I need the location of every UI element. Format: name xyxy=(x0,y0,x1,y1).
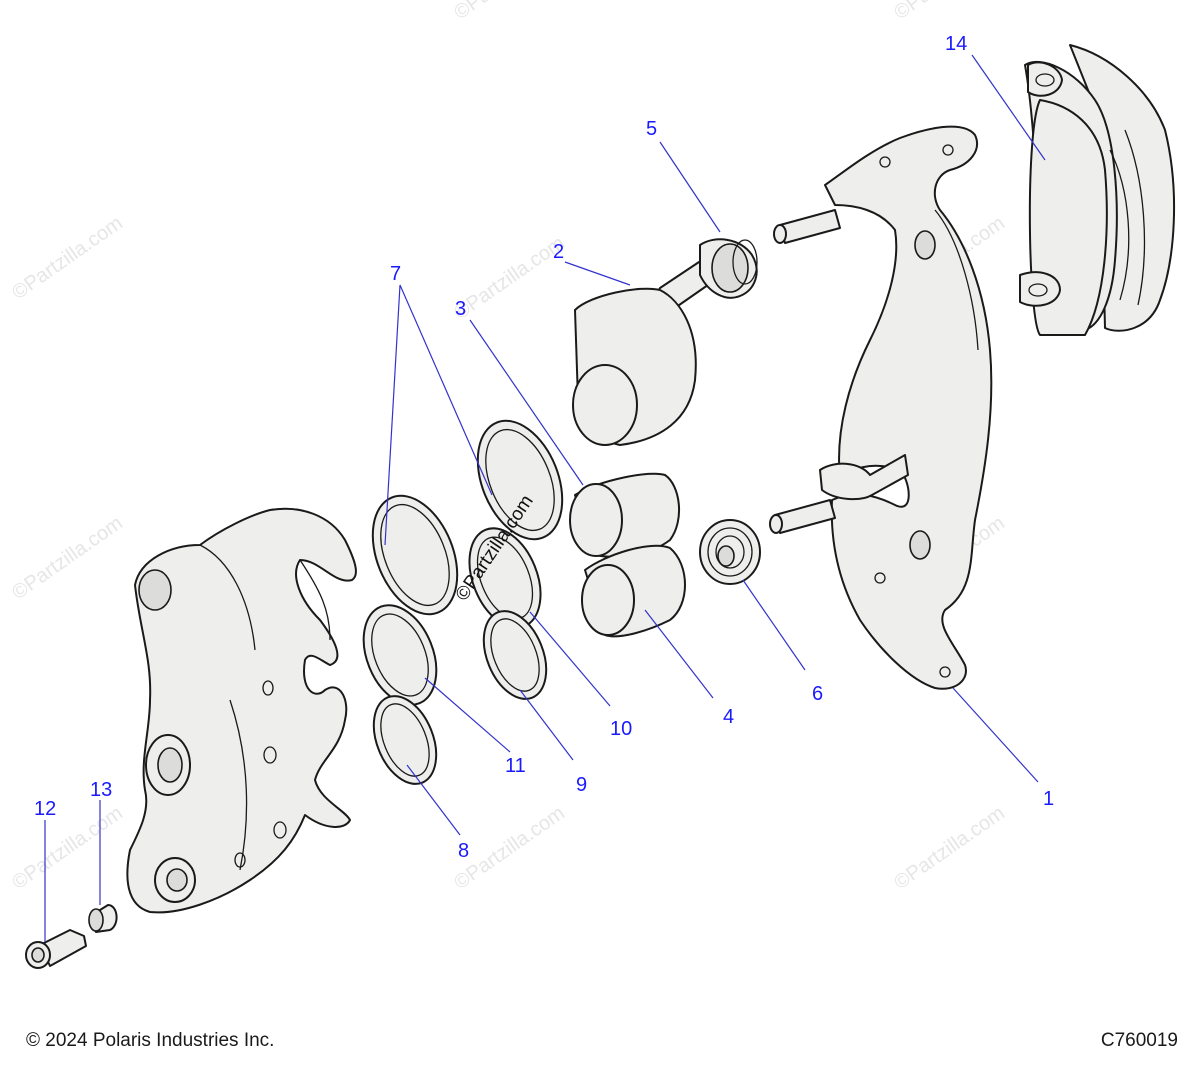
part-seal-ring xyxy=(372,695,438,785)
part-seal-ring xyxy=(362,604,438,706)
part-bushing xyxy=(88,904,118,933)
part-seal-ring xyxy=(371,494,459,616)
watermark: ©Partzilla.com xyxy=(450,232,568,324)
callout-11: 11 xyxy=(505,755,526,777)
part-boot xyxy=(699,519,761,585)
part-seal-ring xyxy=(482,610,548,700)
callout-3: 3 xyxy=(455,298,466,320)
part-seal-ring xyxy=(476,419,564,541)
watermark: ©Partzilla.com xyxy=(8,512,126,604)
part-bleeder-screw xyxy=(25,929,87,969)
drawing-id: C760019 xyxy=(1100,1030,1178,1051)
callout-12: 12 xyxy=(34,798,56,820)
callout-4: 4 xyxy=(723,706,734,728)
callout-6: 6 xyxy=(812,683,823,705)
watermark: ©Partzilla.com xyxy=(8,802,126,894)
part-piston-large xyxy=(572,287,697,446)
part-piston-small xyxy=(581,544,686,638)
watermark: ©Partzilla.com xyxy=(8,212,126,304)
callout-1: 1 xyxy=(1043,788,1054,810)
part-caliper-housing xyxy=(126,507,357,914)
callouts: 1 2 3 4 5 6 7 8 9 10 11 12 13 14 xyxy=(34,33,1054,862)
watermark: ©Partzilla.com xyxy=(890,802,1008,894)
callout-14: 14 xyxy=(945,33,967,55)
leader-lines xyxy=(44,54,1046,942)
callout-8: 8 xyxy=(458,840,469,862)
part-brake-pads xyxy=(1019,44,1176,336)
callout-9: 9 xyxy=(576,774,587,796)
callout-13: 13 xyxy=(90,779,112,801)
watermark: ©Partzilla.com xyxy=(450,0,568,24)
part-piston-medium xyxy=(569,472,681,558)
callout-10: 10 xyxy=(610,718,632,740)
copyright-notice: © 2024 Polaris Industries Inc. xyxy=(26,1030,275,1051)
callout-5: 5 xyxy=(646,118,657,140)
callout-7: 7 xyxy=(390,263,401,285)
watermark: ©Partzilla.com xyxy=(890,0,1008,24)
part-caliper-bracket xyxy=(769,125,993,690)
callout-2: 2 xyxy=(553,241,564,263)
